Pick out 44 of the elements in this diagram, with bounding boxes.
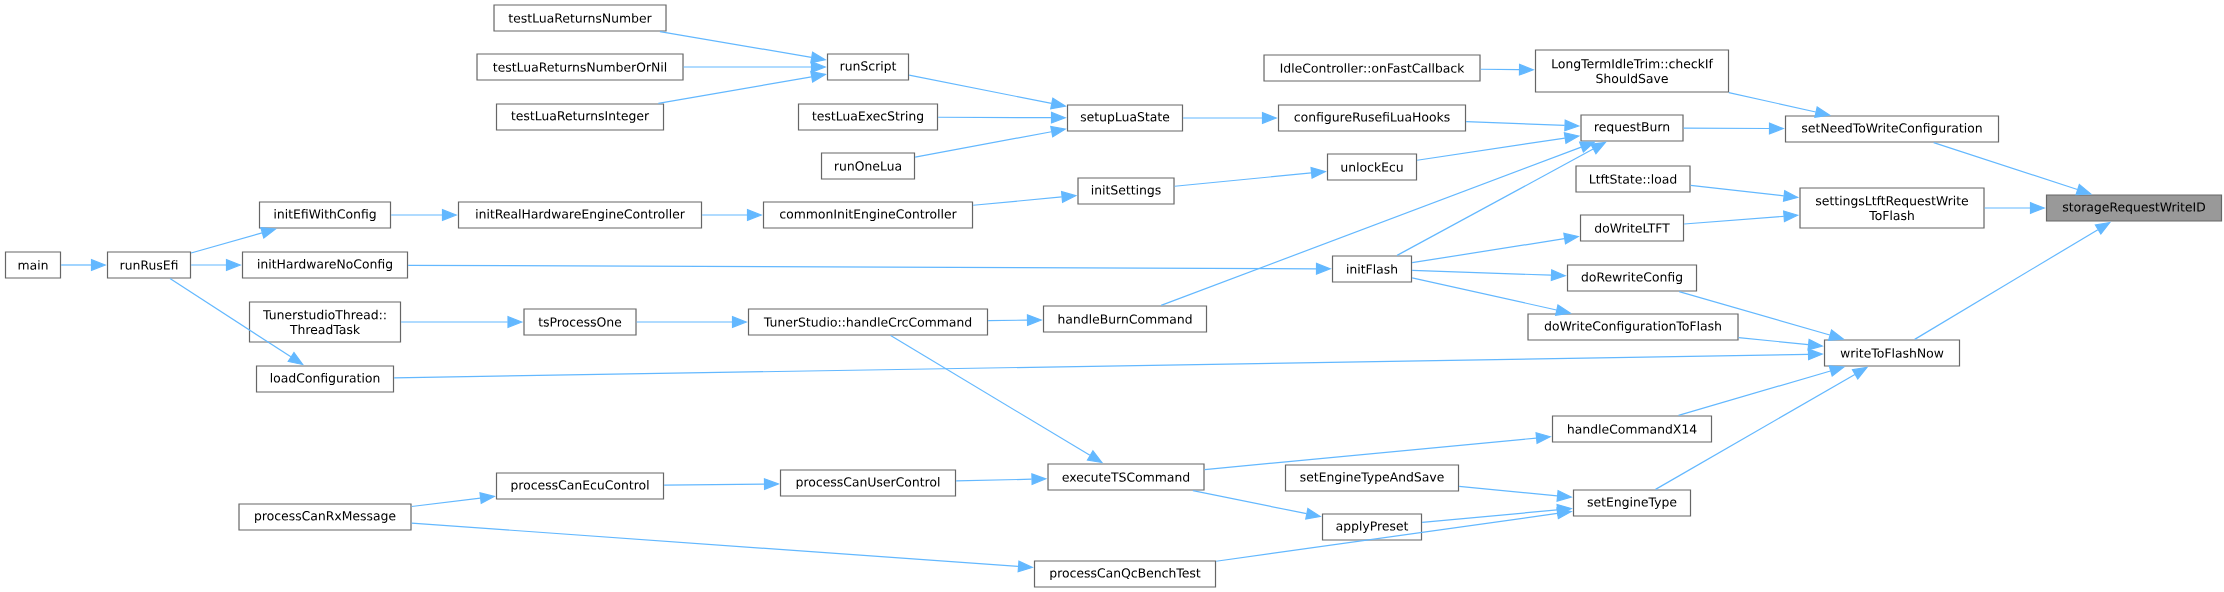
function-box: testLuaReturnsNumber — [493, 4, 667, 32]
arrow — [169, 278, 304, 366]
function-box: LongTermIdleTrim::checkIf ShouldSave — [1534, 49, 1730, 93]
function-box: handleCommandX14 — [1551, 415, 1713, 443]
function-box: storageRequestWriteID — [2045, 194, 2223, 222]
function-box: doWriteConfigurationToFlash — [1527, 313, 1739, 341]
function-box: doRewriteConfig — [1566, 264, 1698, 292]
function-box: TunerStudio::handleCrcCommand — [747, 308, 989, 336]
function-box: configureRusefiLuaHooks — [1277, 104, 1467, 132]
function-box: LtftState::load — [1575, 165, 1691, 193]
function-box: setEngineType — [1572, 489, 1692, 517]
function-box: main — [4, 251, 62, 279]
function-box: setEngineTypeAndSave — [1284, 464, 1460, 492]
function-box: initFlash — [1331, 255, 1413, 283]
function-box: testLuaReturnsNumberOrNil — [476, 53, 684, 81]
function-box: executeTSCommand — [1047, 463, 1205, 491]
function-box: runOneLua — [820, 152, 916, 180]
function-box: initHardwareNoConfig — [241, 251, 409, 279]
function-box: unlockEcu — [1326, 153, 1418, 181]
function-box: setNeedToWriteConfiguration — [1784, 115, 2000, 143]
arrow — [1396, 141, 1607, 256]
function-box: processCanEcuControl — [495, 472, 665, 500]
function-box: initEfiWithConfig — [258, 201, 392, 229]
function-box: IdleController::onFastCallback — [1263, 54, 1481, 82]
function-box: TunerstudioThread:: ThreadTask — [248, 301, 402, 343]
function-box: processCanQcBenchTest — [1033, 560, 1217, 588]
function-box: tsProcessOne — [523, 308, 637, 336]
function-box: initSettings — [1077, 177, 1175, 205]
function-box: testLuaExecString — [797, 103, 939, 131]
function-box: initRealHardwareEngineController — [457, 201, 703, 229]
function-box: requestBurn — [1580, 114, 1684, 142]
function-box: applyPreset — [1321, 513, 1423, 541]
function-box: testLuaReturnsInteger — [495, 103, 665, 131]
function-box: runRusEfi — [106, 251, 192, 279]
function-box: handleBurnCommand — [1042, 305, 1208, 333]
function-box: settingsLtftRequestWrite ToFlash — [1799, 187, 1985, 229]
function-box: writeToFlashNow — [1823, 339, 1961, 367]
function-box: doWriteLTFT — [1579, 214, 1685, 242]
function-box: commonInitEngineController — [762, 201, 974, 229]
function-box: processCanUserControl — [779, 469, 957, 497]
function-box: setupLuaState — [1066, 104, 1184, 132]
function-box: loadConfiguration — [255, 365, 395, 393]
function-box: processCanRxMessage — [238, 503, 412, 531]
function-box: runScript — [826, 53, 910, 81]
